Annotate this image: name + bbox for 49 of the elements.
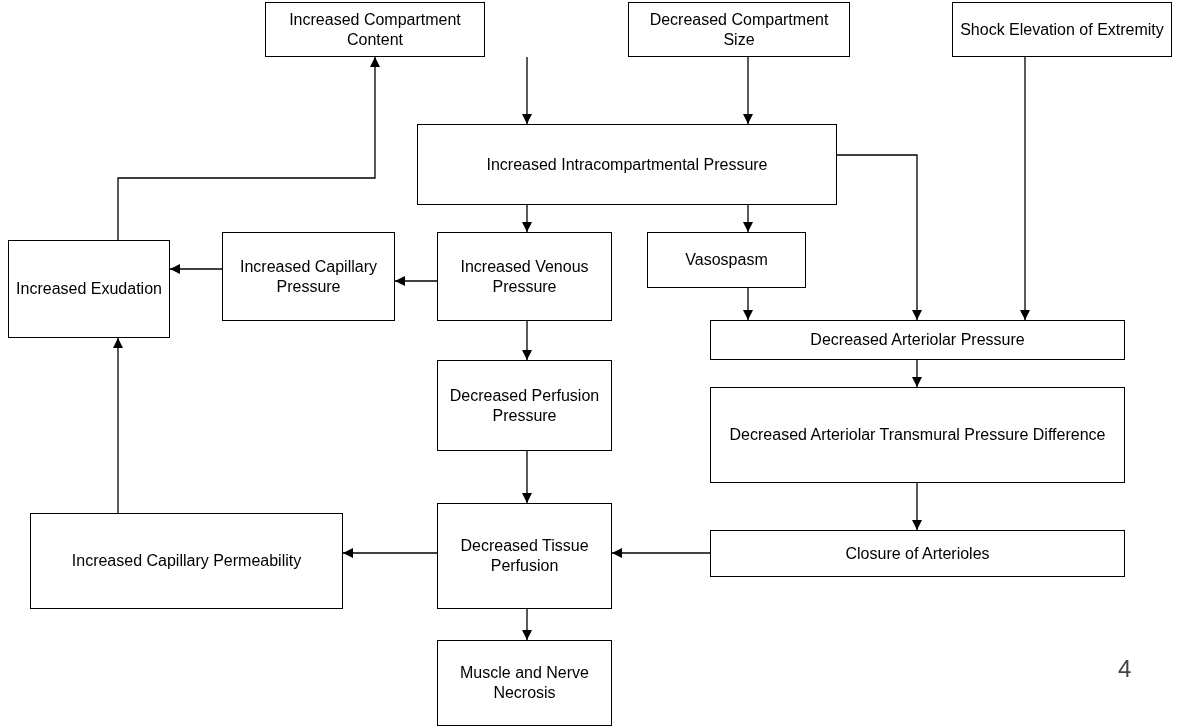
arrow <box>394 276 438 286</box>
arrow <box>743 204 753 233</box>
box-text: Shock Elevation of Extremity <box>959 19 1165 40</box>
arrow <box>1020 56 1030 321</box>
arrow <box>743 56 753 125</box>
box-text: Decreased Arteriolar Transmural Pressure Difference <box>728 425 1107 445</box>
process-box <box>30 513 343 609</box>
process-box <box>710 530 1125 577</box>
arrow <box>743 287 753 321</box>
box-text: Increased Capillary Pressure <box>239 256 378 297</box>
process-box <box>437 360 612 451</box>
arrow <box>169 264 223 274</box>
arrow <box>117 56 380 241</box>
box-text: Decreased Arteriolar Pressure <box>809 330 1026 350</box>
process-box <box>952 2 1172 57</box>
process-box <box>647 232 806 288</box>
process-box <box>8 240 170 338</box>
arrow <box>522 320 532 361</box>
box-text: Decreased Tissue Perfusion <box>459 536 590 576</box>
process-box <box>437 503 612 609</box>
arrow <box>836 154 922 321</box>
arrow <box>342 548 438 558</box>
arrow <box>113 337 123 514</box>
box-text: Decreased Perfusion Pressure <box>448 385 601 426</box>
box-text: Decreased Compartment Size <box>648 9 830 50</box>
box-text: Increased Capillary Permeability <box>70 551 303 571</box>
process-box <box>710 320 1125 360</box>
box-text: Increased Exudation <box>15 279 163 299</box>
process-box <box>417 124 837 205</box>
box-text: Closure of Arterioles <box>844 543 991 564</box>
arrow <box>912 359 922 388</box>
process-box <box>265 2 485 57</box>
arrow <box>522 450 532 504</box>
process-box <box>628 2 850 57</box>
box-text: Muscle and Nerve Necrosis <box>459 663 590 703</box>
arrow <box>912 482 922 531</box>
process-box <box>437 232 612 321</box>
box-text: Vasospasm <box>684 250 769 270</box>
process-box <box>222 232 395 321</box>
arrow <box>522 204 532 233</box>
process-box <box>710 387 1125 483</box>
box-text: Increased Intracompartmental Pressure <box>485 154 769 175</box>
process-box <box>437 640 612 726</box>
box-text: Increased Compartment Content <box>288 9 462 50</box>
page-number: 4 <box>1118 655 1132 683</box>
arrow <box>611 548 711 558</box>
arrow <box>522 56 532 125</box>
box-text: Increased Venous Pressure <box>459 256 590 297</box>
arrow <box>522 608 532 641</box>
